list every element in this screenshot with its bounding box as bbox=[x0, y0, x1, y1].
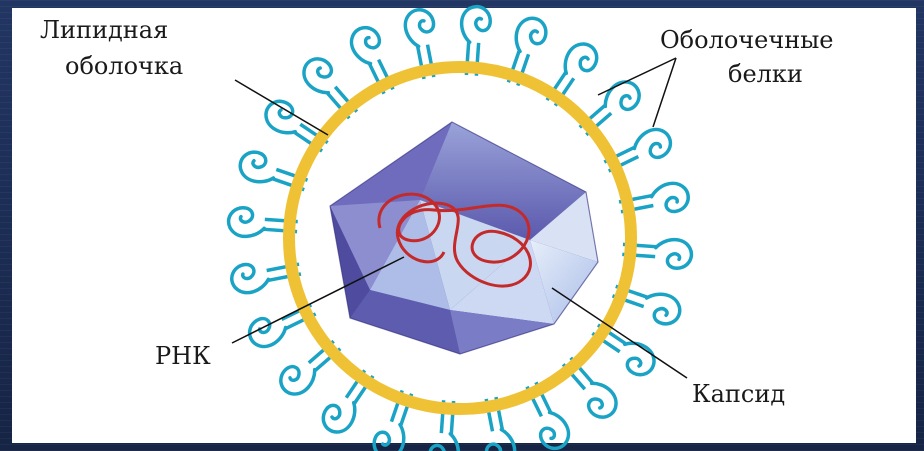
capsid bbox=[330, 122, 598, 354]
label-lipid-line2: оболочка bbox=[65, 52, 183, 80]
protein-spike bbox=[298, 53, 365, 124]
protein-spike bbox=[556, 352, 623, 423]
protein-spike bbox=[275, 334, 346, 401]
label-lipid-line1: Липидная bbox=[40, 16, 168, 44]
label-capsid: Капсид bbox=[692, 380, 785, 408]
protein-spike bbox=[574, 76, 645, 143]
label-rna: РНК bbox=[155, 342, 211, 370]
label-proteins-line2: белки bbox=[728, 60, 803, 88]
label-proteins-line1: Оболочечные bbox=[660, 26, 834, 54]
leader-protein-2 bbox=[653, 58, 676, 127]
